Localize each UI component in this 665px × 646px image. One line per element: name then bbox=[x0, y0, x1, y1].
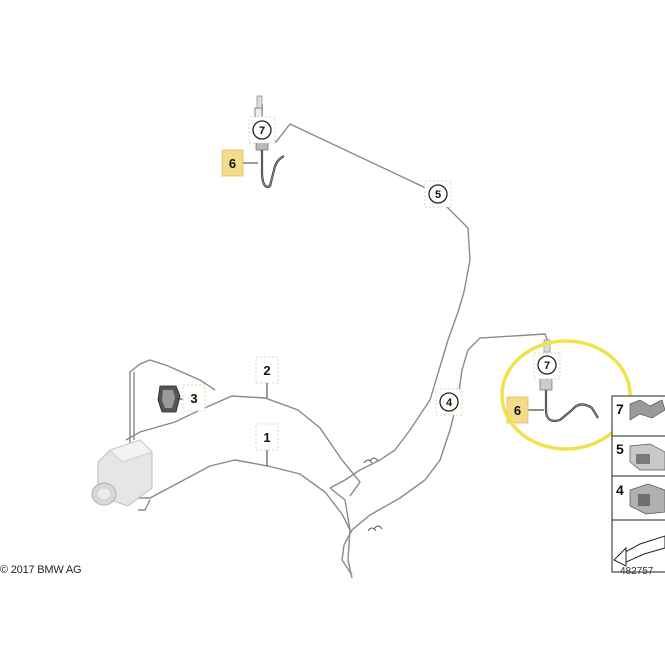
callout-6-right: 6 bbox=[506, 396, 529, 424]
pipe-5 bbox=[261, 104, 471, 579]
pipe-1 bbox=[138, 459, 351, 531]
svg-text:6: 6 bbox=[514, 403, 521, 418]
pipe-left-vertical bbox=[129, 359, 216, 444]
svg-text:7: 7 bbox=[616, 401, 624, 417]
pipe-2 bbox=[125, 395, 361, 497]
hydraulic-unit bbox=[91, 439, 153, 507]
svg-text:4: 4 bbox=[616, 482, 624, 498]
svg-text:1: 1 bbox=[263, 430, 270, 445]
callout-3: 3 bbox=[182, 384, 206, 412]
svg-text:2: 2 bbox=[263, 363, 270, 378]
svg-text:7: 7 bbox=[259, 125, 265, 137]
pipe-4 bbox=[341, 333, 549, 576]
svg-text:5: 5 bbox=[435, 189, 441, 201]
svg-text:4: 4 bbox=[446, 397, 453, 409]
legend-item-5: 5 bbox=[616, 441, 665, 471]
svg-text:5: 5 bbox=[616, 441, 624, 457]
callout-1: 1 bbox=[255, 423, 279, 451]
brake-pipes bbox=[125, 104, 549, 579]
highlight-ring bbox=[500, 339, 632, 451]
svg-text:7: 7 bbox=[544, 360, 550, 372]
callout-7-right: 7 bbox=[533, 352, 561, 380]
svg-text:3: 3 bbox=[190, 391, 197, 406]
legend-item-4: 4 bbox=[616, 482, 665, 515]
part-number: 482757 bbox=[620, 566, 654, 577]
clip-part-3 bbox=[157, 385, 181, 413]
callout-7-top: 7 bbox=[248, 116, 276, 144]
svg-text:6: 6 bbox=[229, 156, 236, 171]
leader-lines bbox=[178, 132, 548, 466]
pipe-break-marks bbox=[363, 457, 383, 532]
callout-6-top: 6 bbox=[221, 149, 244, 177]
legend-panel: 7 5 4 bbox=[611, 395, 665, 573]
copyright-text: © 2017 BMW AG bbox=[0, 564, 82, 576]
right-brake-hose bbox=[539, 339, 599, 422]
legend-arrow-icon bbox=[613, 535, 665, 567]
callout-5: 5 bbox=[424, 180, 452, 208]
callout-2: 2 bbox=[255, 356, 279, 384]
callout-4: 4 bbox=[435, 388, 463, 416]
legend-item-7: 7 bbox=[616, 399, 665, 421]
